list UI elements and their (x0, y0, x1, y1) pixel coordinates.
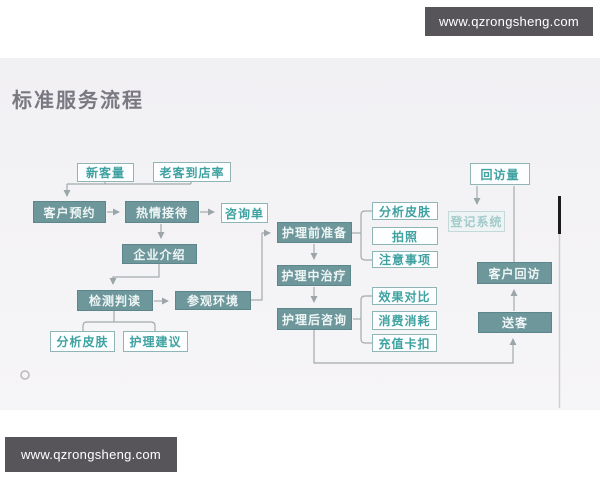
node-registration-system: 登记系统 (448, 211, 505, 232)
node-pre-care-preparation: 护理前准备 (277, 222, 352, 243)
watermark-bottom: www.qzrongsheng.com (5, 437, 177, 472)
watermark-top-text: www.qzrongsheng.com (438, 14, 580, 29)
node-company-introduction: 企业介绍 (122, 244, 197, 264)
node-effect-comparison: 效果对比 (372, 287, 437, 305)
node-customer-booking: 客户预约 (33, 201, 106, 223)
node-mid-care-treatment: 护理中治疗 (277, 265, 351, 286)
node-test-interpretation: 检测判读 (77, 290, 153, 311)
node-send-off: 送客 (478, 312, 552, 333)
node-revisit-volume: 回访量 (470, 163, 530, 185)
node-warm-reception: 热情接待 (125, 201, 199, 223)
node-tour-environment: 参观环境 (175, 291, 251, 310)
node-post-care-consultation: 护理后咨询 (277, 308, 352, 330)
node-new-customer-volume: 新客量 (77, 163, 134, 182)
watermark-bottom-text: www.qzrongsheng.com (20, 447, 162, 462)
watermark-top: www.qzrongsheng.com (425, 7, 593, 36)
page-title: 标准服务流程 (12, 90, 144, 112)
node-customer-revisit: 客户回访 (477, 262, 552, 284)
node-analyze-skin-right: 分析皮肤 (372, 202, 438, 220)
node-consultation-form: 咨询单 (221, 203, 268, 223)
node-consumption-record: 消费消耗 (372, 311, 437, 330)
node-card-deduction: 充值卡扣 (372, 334, 437, 352)
node-care-advice: 护理建议 (123, 331, 188, 352)
node-analyze-skin-left: 分析皮肤 (50, 331, 115, 352)
node-returning-customer-rate: 老客到店率 (153, 162, 231, 182)
node-take-photos: 拍照 (372, 227, 438, 245)
node-precautions: 注意事项 (372, 251, 438, 268)
